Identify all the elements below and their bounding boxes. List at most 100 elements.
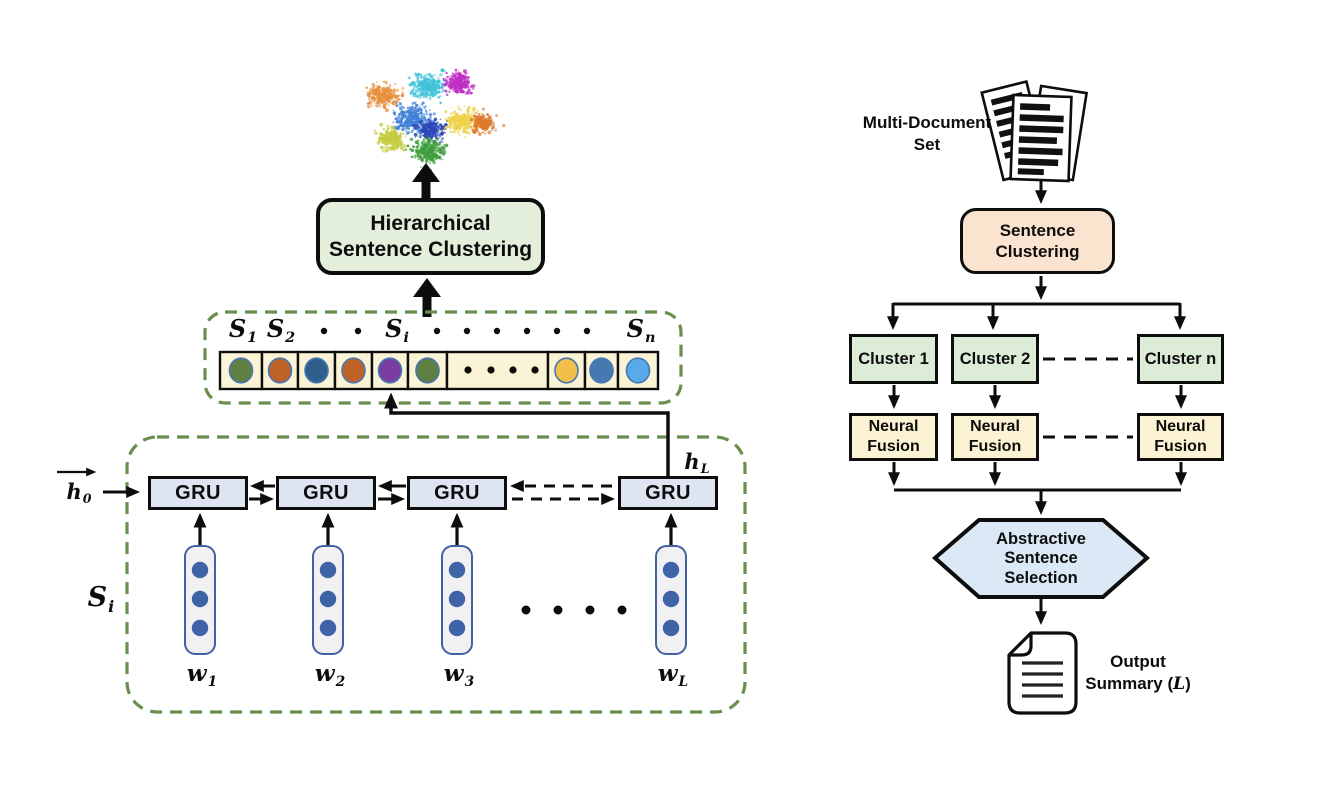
fusion-2-line1: Neural xyxy=(970,418,1020,436)
sentence-ellipsis-dot xyxy=(320,327,328,335)
embedding-circle xyxy=(625,357,651,384)
selection-line1: Abstractive xyxy=(996,529,1086,548)
mdoc-line1: Multi-Document xyxy=(862,112,992,132)
output-line2-post: ) xyxy=(1185,674,1191,693)
hL-label: hL xyxy=(684,449,710,477)
embedding-cell xyxy=(445,350,550,391)
multi-document-set-label: Multi-Document Set xyxy=(852,112,1002,156)
embedding-circle xyxy=(304,357,329,384)
sentence-label-S1: S1 xyxy=(228,314,258,347)
embedding-ellipsis-dot xyxy=(509,366,517,374)
output-summary-icon xyxy=(1007,631,1078,715)
output-line2-var: L xyxy=(1173,674,1186,694)
hsc-line1: Hierarchical xyxy=(370,211,491,235)
embedding-circle xyxy=(554,357,579,384)
word-ellipsis-dot xyxy=(617,605,627,615)
word-vector-dot xyxy=(662,619,680,637)
word-label-w1: w1 xyxy=(186,660,218,690)
sentence-ellipsis-dot xyxy=(583,327,591,335)
sentence-ellipsis-dot xyxy=(463,327,471,335)
word-vector-dot xyxy=(662,561,680,579)
output-summary-label: Output Summary (L) xyxy=(1078,650,1198,696)
fusion-n-line2: Fusion xyxy=(1154,438,1207,455)
sc-line2: Clustering xyxy=(995,242,1080,261)
gru-box-3: GRU xyxy=(407,476,507,510)
sentence-embedding-cells xyxy=(218,350,660,391)
neural-fusion-1-box: Neural Fusion xyxy=(849,413,938,461)
embedding-circle xyxy=(228,357,254,384)
sentence-row-dashed-container xyxy=(203,310,683,405)
hL-connector-arrow xyxy=(384,392,670,476)
cluster-scatter-plot xyxy=(365,68,506,172)
sentence-clustering-box: Sentence Clustering xyxy=(960,208,1115,274)
h0-label: h0 xyxy=(66,479,92,507)
word-label-w2: w2 xyxy=(314,660,346,690)
gru-box-1: GRU xyxy=(148,476,248,510)
output-line2: Summary (L) xyxy=(1085,673,1191,695)
sentence-ellipsis-dot xyxy=(553,327,561,335)
word-label-w3: w3 xyxy=(443,660,475,690)
neural-fusion-2-box: Neural Fusion xyxy=(951,413,1039,461)
gru-box-4: GRU xyxy=(618,476,718,510)
mdoc-line2: Set xyxy=(913,135,941,154)
cluster-1-label: Cluster 1 xyxy=(858,349,929,368)
sentence-ellipsis-dot xyxy=(433,327,441,335)
abstractive-selection-hexagon xyxy=(931,518,1151,599)
embedding-ellipsis-dot xyxy=(487,366,495,374)
embedding-ellipsis-dot xyxy=(531,366,539,374)
cluster-n-box: Cluster n xyxy=(1137,334,1224,384)
thick-arrow-to-scatter xyxy=(412,163,440,200)
sentence-label-Sn: Sn xyxy=(626,314,656,347)
cluster-2-box: Cluster 2 xyxy=(951,334,1039,384)
si-label: Si xyxy=(87,582,115,616)
fusion-2-line2: Fusion xyxy=(968,438,1022,455)
fusion-1-line1: Neural xyxy=(868,418,919,436)
output-line2-pre: Summary ( xyxy=(1085,674,1174,693)
word-vector-dot xyxy=(448,590,466,608)
word-vector-dot xyxy=(191,619,209,637)
fusion-1-line2: Fusion xyxy=(867,438,920,455)
sc-line1: Sentence xyxy=(999,220,1076,240)
word-vector-dot xyxy=(191,590,209,608)
cluster-n-label: Cluster n xyxy=(1144,349,1217,368)
selection-line2: Sentence xyxy=(1004,549,1078,568)
embedding-circle xyxy=(377,357,403,384)
sentence-label-ellipsis-dots xyxy=(320,327,591,335)
word-label-wL: wL xyxy=(657,660,689,690)
word-ellipsis-dot xyxy=(521,605,531,615)
sentence-ellipsis-dot xyxy=(493,327,501,335)
multi-document-icon xyxy=(980,79,1089,183)
word-vector-dot xyxy=(662,590,680,608)
sentence-label-Si: Si xyxy=(385,314,409,347)
embedding-circle xyxy=(267,357,293,384)
hsc-line2: Sentence Clustering xyxy=(328,237,533,261)
cluster-1-box: Cluster 1 xyxy=(849,334,938,384)
word-ellipsis-dots xyxy=(521,605,627,615)
embedding-circle xyxy=(589,357,614,384)
cluster-2-label: Cluster 2 xyxy=(959,349,1031,368)
fusion-n-line1: Neural xyxy=(1155,418,1206,436)
encoder-dashed-container xyxy=(125,435,747,714)
sentence-label-S2: S2 xyxy=(266,314,296,347)
word-vector-dot xyxy=(191,561,209,579)
sentence-ellipsis-dot xyxy=(523,327,531,335)
output-line1: Output xyxy=(1110,651,1166,671)
word-vector-dot xyxy=(319,561,337,579)
word-embedding-vectors xyxy=(184,545,687,655)
word-ellipsis-dot xyxy=(585,605,595,615)
neural-fusion-n-box: Neural Fusion xyxy=(1137,413,1224,461)
embedding-circle xyxy=(341,357,366,384)
sentence-ellipsis-dot xyxy=(354,327,362,335)
hierarchical-sentence-clustering-box: Hierarchical Sentence Clustering xyxy=(316,198,545,275)
gru-box-2: GRU xyxy=(276,476,376,510)
selection-line3: Selection xyxy=(1004,568,1078,587)
word-vector-dot xyxy=(319,619,337,637)
thick-arrow-to-clustering-box xyxy=(413,278,441,317)
word-vector-dot xyxy=(319,590,337,608)
word-vector-dot xyxy=(448,561,466,579)
abstractive-selection-label: Abstractive Sentence Selection xyxy=(941,527,1141,591)
embedding-circle xyxy=(415,357,440,384)
word-ellipsis-dot xyxy=(553,605,563,615)
